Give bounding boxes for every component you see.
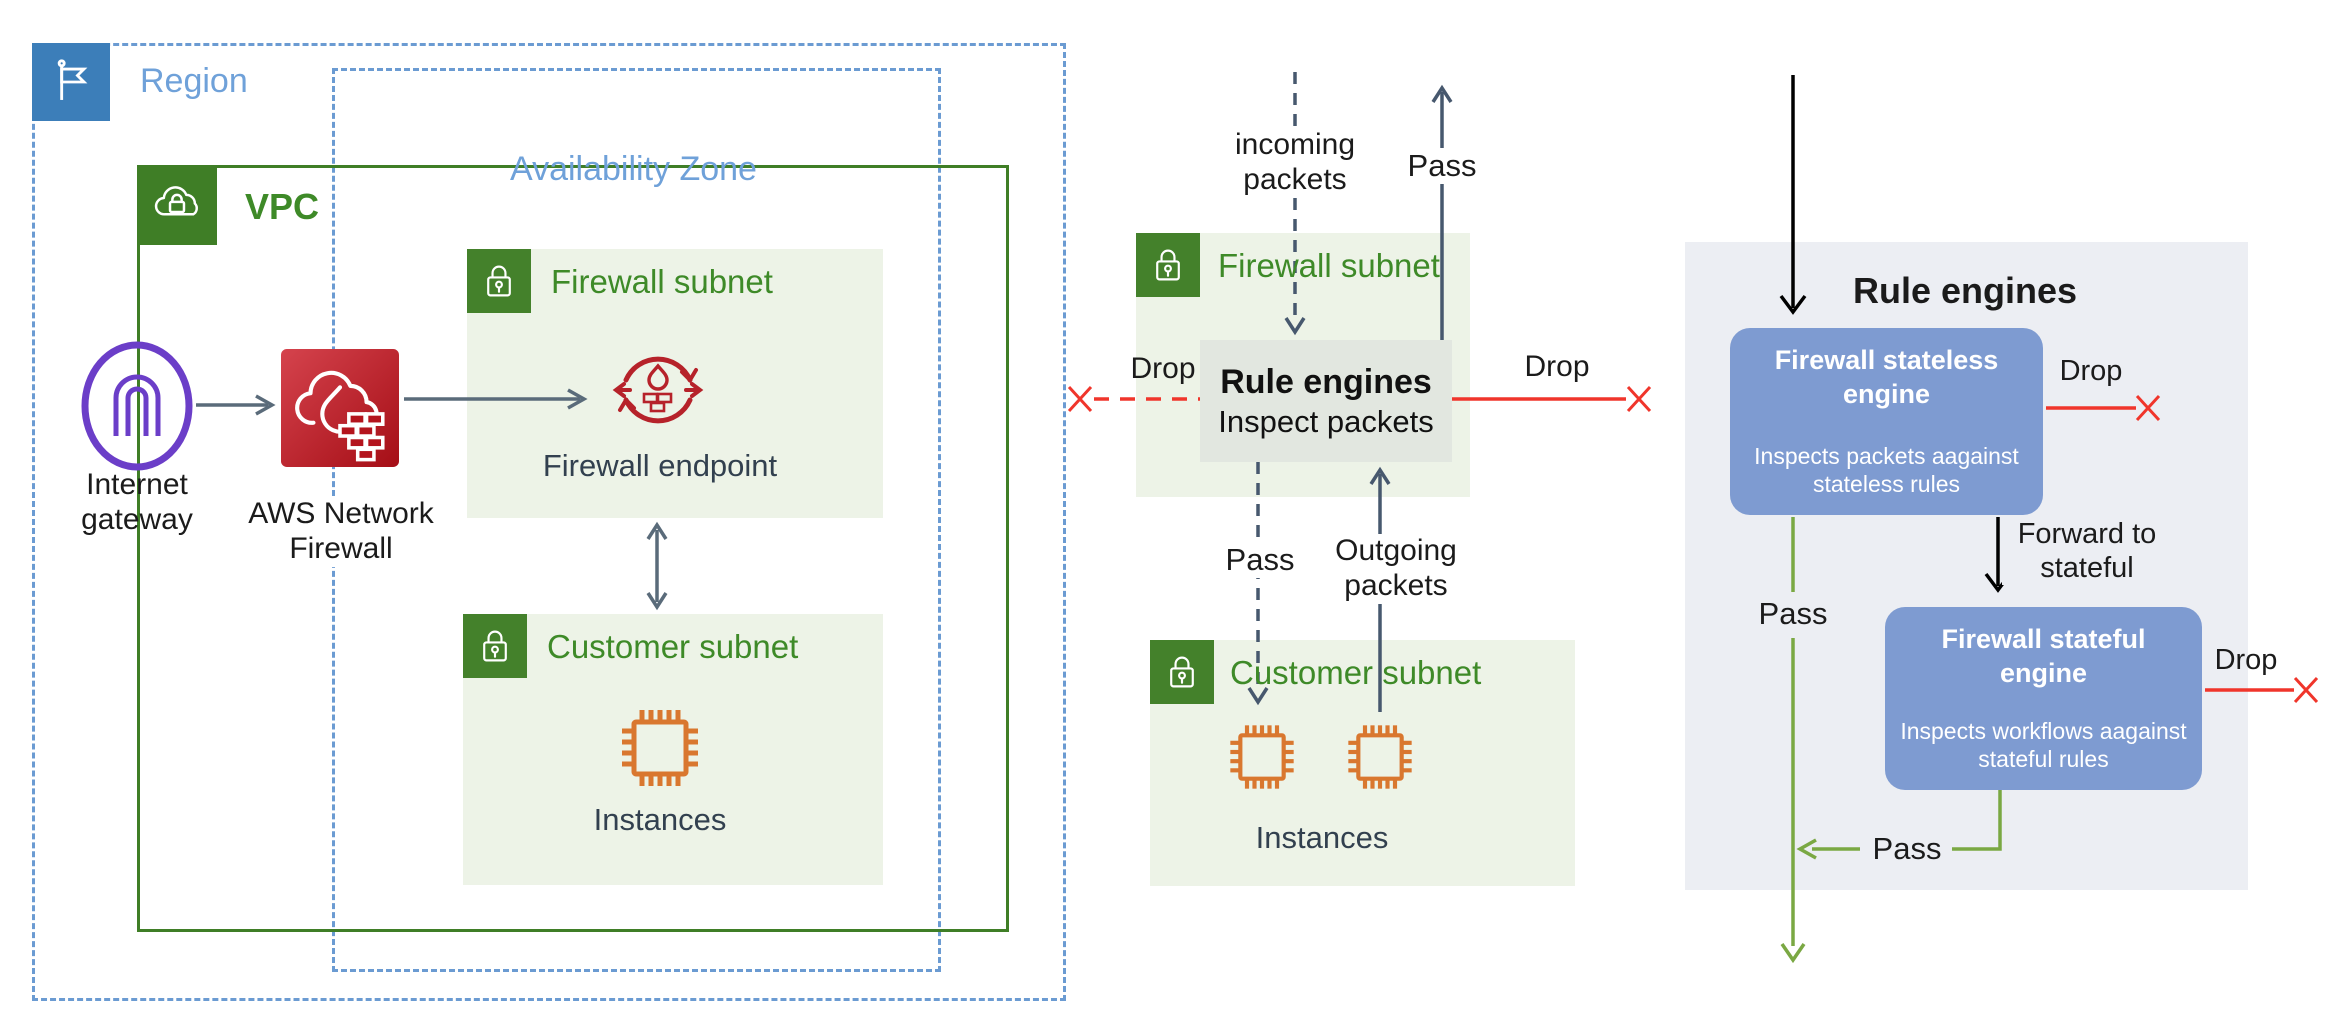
- rule-engines-subtitle: Inspect packets: [1218, 403, 1434, 439]
- drop-right-label: Drop: [1524, 350, 1590, 383]
- instances-icon-middle-2: [1340, 717, 1420, 797]
- aws-network-firewall-icon: [281, 349, 399, 467]
- customer-subnet-left-label: Customer subnet: [547, 628, 799, 665]
- firewall-endpoint-label: Firewall endpoint: [542, 448, 778, 483]
- firewall-subnet-left-label: Firewall subnet: [551, 263, 773, 300]
- internet-gateway-label: Internet gateway: [81, 468, 193, 536]
- stateful-engine-title: Firewall stateful engine: [1941, 624, 2146, 688]
- stateless-engine-desc: Inspects packets aagainst stateless rule…: [1754, 442, 2019, 498]
- availability-zone-label: Availability Zone: [510, 150, 757, 188]
- customer-subnet-left-badge: [463, 614, 527, 678]
- rule-engines-panel-title: Rule engines: [1852, 270, 2078, 311]
- customer-subnet-box-left: [463, 614, 883, 885]
- firewall-stateful-engine-box: Firewall stateful engine Inspects workfl…: [1885, 607, 2202, 790]
- vpc-label: VPC: [245, 186, 320, 227]
- lock-icon: [1156, 249, 1180, 281]
- firewall-stateless-engine-box: Firewall stateless engine Inspects packe…: [1730, 328, 2043, 515]
- stateful-engine-desc: Inspects workflows aagainst stateful rul…: [1900, 717, 2187, 773]
- flag-icon: [57, 59, 88, 100]
- lock-icon: [1170, 656, 1194, 688]
- customer-subnet-middle-badge: [1150, 640, 1214, 704]
- internet-gateway-icon: [78, 338, 196, 474]
- incoming-packets-label: incoming packets: [1210, 128, 1380, 198]
- vpc-badge: [137, 165, 217, 245]
- firewall-subnet-middle-label: Firewall subnet: [1218, 247, 1440, 284]
- aws-network-firewall-label: AWS Network Firewall: [221, 497, 461, 567]
- instances-middle-label: Instances: [1255, 820, 1389, 855]
- rule-engines-box-middle: Rule engines Inspect packets: [1200, 340, 1452, 462]
- customer-subnet-middle-label: Customer subnet: [1230, 654, 1482, 691]
- instances-left-label: Instances: [593, 802, 727, 837]
- instances-icon-left: [612, 700, 708, 796]
- region-flag-badge: [32, 43, 110, 121]
- instances-icon-middle-1: [1222, 717, 1302, 797]
- lock-icon: [487, 265, 511, 297]
- firewall-endpoint-icon: [610, 342, 706, 438]
- firewall-subnet-left-badge: [467, 249, 531, 313]
- customer-subnet-box-middle: [1150, 640, 1575, 886]
- drop-left-label: Drop: [1130, 352, 1196, 385]
- stateless-drop-label: Drop: [2059, 355, 2123, 387]
- stateless-engine-title: Firewall stateless engine: [1774, 345, 1999, 409]
- pass-vertical-label: Pass: [1745, 596, 1841, 632]
- outgoing-packets-label: Outgoing packets: [1318, 534, 1474, 604]
- stateful-drop-label: Drop: [2214, 644, 2278, 676]
- region-label: Region: [140, 62, 248, 100]
- region-container: [32, 43, 1066, 1001]
- rule-engines-title: Rule engines: [1220, 362, 1432, 401]
- pass-up-label: Pass: [1394, 148, 1490, 184]
- vpc-container: [137, 165, 1009, 932]
- firewall-subnet-middle-badge: [1136, 233, 1200, 297]
- pass-bottom-label: Pass: [1862, 831, 1952, 867]
- pass-down-label: Pass: [1212, 542, 1308, 578]
- firewall-subnet-box-left: [467, 249, 883, 518]
- forward-to-stateful-label: Forward to stateful: [2002, 518, 2172, 586]
- lock-icon: [483, 630, 507, 662]
- drop-right-line: [1452, 385, 1652, 413]
- vpc-cloud-lock-icon: [154, 186, 198, 216]
